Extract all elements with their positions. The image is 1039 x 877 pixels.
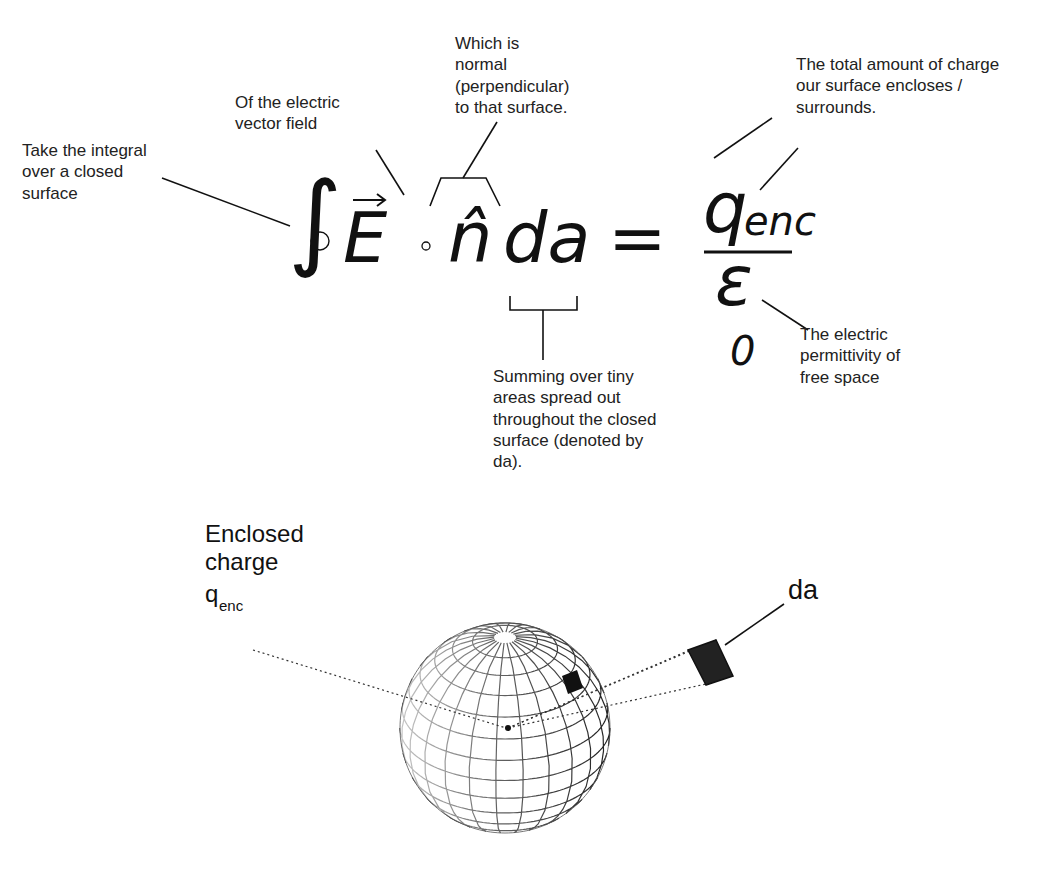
annotation: Summing over tiny areas spread out throu…	[493, 366, 663, 472]
subscript: enc	[219, 597, 243, 614]
dot-operator	[422, 242, 430, 250]
projection-line	[508, 650, 690, 728]
projection-line	[508, 640, 716, 728]
area-element	[688, 640, 733, 685]
annotation: The electric permittivity of free space	[800, 324, 930, 388]
area-symbol: da	[503, 203, 590, 273]
leader-lines	[162, 118, 808, 360]
field-symbol: E	[343, 203, 387, 273]
projection-line	[508, 684, 706, 728]
sphere-shading	[400, 623, 610, 833]
figure-label: Enclosed charge	[205, 520, 315, 575]
bracket	[510, 296, 577, 310]
area-element-detail	[253, 604, 784, 731]
annotation: Of the electric vector field	[235, 92, 365, 135]
figure-label: da	[788, 575, 818, 606]
figure-label: q	[205, 580, 218, 608]
annotation: Which is normal (perpendicular) to that …	[455, 33, 575, 118]
normal-symbol: n̂	[448, 203, 492, 273]
leader-line	[760, 148, 798, 190]
leader-line	[253, 650, 506, 728]
charge-symbol: q	[703, 173, 747, 243]
equals-sign: =	[608, 203, 667, 273]
leader-line	[376, 150, 404, 195]
sphere-fill	[400, 623, 610, 833]
permittivity-symbol: ε	[715, 246, 753, 316]
leader-line	[162, 178, 290, 226]
gaussian-sphere	[400, 623, 610, 833]
leader-line	[714, 118, 772, 158]
annotation: The total amount of charge our surface e…	[796, 54, 1021, 118]
point-charge	[505, 725, 511, 731]
leader-line	[542, 310, 544, 360]
leader-line	[725, 604, 784, 645]
bracket	[430, 178, 500, 206]
subscript: enc	[744, 201, 816, 241]
leader-line	[463, 122, 497, 178]
sphere-grid	[400, 623, 610, 833]
area-patch	[562, 670, 583, 694]
subscript: 0	[730, 331, 755, 371]
integral-sign: ∫	[288, 168, 342, 272]
annotation: Take the integral over a closed surface	[22, 140, 172, 204]
